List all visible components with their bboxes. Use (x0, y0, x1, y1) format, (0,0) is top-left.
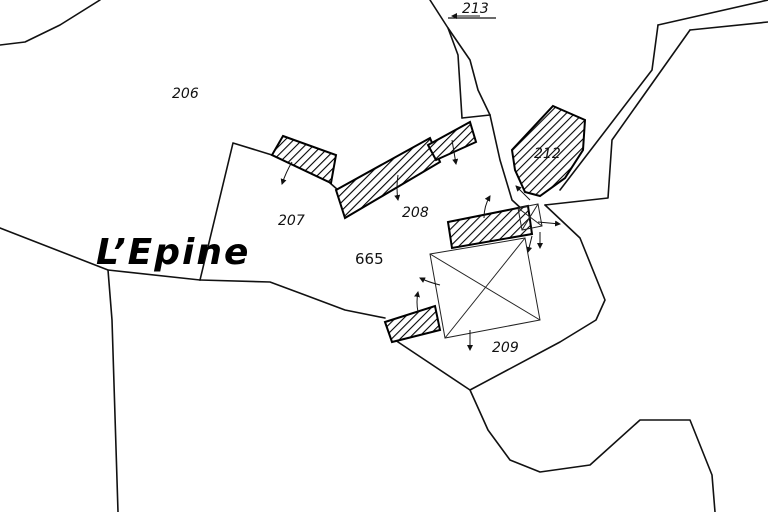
arrow-icon (537, 220, 561, 227)
square-structure (429, 203, 543, 339)
building (510, 104, 587, 198)
buildings (270, 104, 587, 344)
building (446, 204, 534, 250)
building (334, 136, 442, 220)
arrow-icon (419, 277, 441, 286)
arrow-icon (526, 235, 533, 253)
parcel-label-212: 212 (534, 146, 561, 162)
access-arrows (280, 13, 561, 351)
arrow-icon (414, 291, 420, 313)
parcel-label-208: 208 (402, 205, 429, 221)
arrow-icon (280, 161, 293, 185)
parcel-label-209: 209 (492, 340, 519, 356)
parcel-label-206: 206 (172, 86, 199, 102)
building (270, 134, 338, 185)
building (383, 304, 442, 344)
parcel-label-207: 207 (278, 213, 305, 229)
arrow-icon (515, 185, 531, 201)
place-name: L’Epine (96, 232, 250, 273)
arrow-icon (451, 139, 459, 165)
arrow-icon (394, 174, 401, 201)
section-number: 665 (355, 250, 384, 268)
arrow-icon (483, 195, 491, 219)
parcel-label-213: 213 (462, 1, 489, 17)
